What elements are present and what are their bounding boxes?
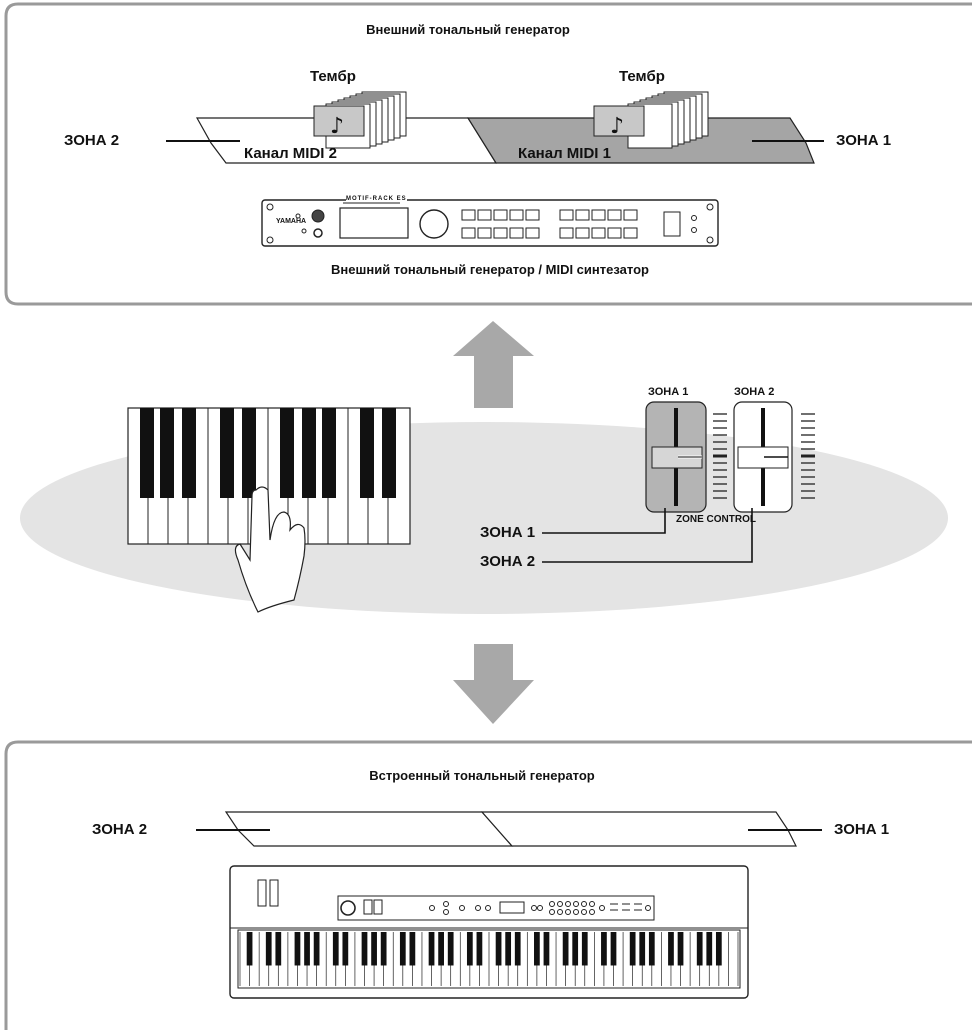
module-model-logo: MOTIF-RACK ES — [346, 196, 407, 202]
stage-piano — [230, 866, 748, 998]
voice-label-left: Тембр — [310, 68, 356, 85]
zone-control-label: ZONE CONTROL — [676, 514, 756, 525]
callout-zone-2-label: ЗОНА 2 — [480, 553, 535, 570]
midi-channel-2-label: Канал MIDI 2 — [244, 145, 337, 162]
voice-label-right: Тембр — [619, 68, 665, 85]
module-caption: Внешний тональный генератор / MIDI синте… — [331, 262, 649, 277]
zone-2-slider — [734, 402, 792, 512]
top-zone-2-label: ЗОНА 2 — [64, 132, 119, 149]
slider-zone-1-label: ЗОНА 1 — [648, 386, 688, 398]
top-panel-title: Внешний тональный генератор — [366, 22, 570, 37]
midi-channel-1-label: Канал MIDI 1 — [518, 145, 611, 162]
music-note-icon-left: ♪ — [330, 114, 344, 139]
bottom-panel-title: Встроенный тональный генератор — [369, 768, 595, 783]
voice-cards-left: ♪ — [314, 92, 406, 148]
callout-zone-1-label: ЗОНА 1 — [480, 524, 535, 541]
bottom-zone-1-label: ЗОНА 1 — [834, 821, 889, 838]
bottom-zone-2-label: ЗОНА 2 — [92, 821, 147, 838]
arrow-up-icon — [453, 321, 534, 408]
arrow-down-icon — [453, 644, 534, 724]
zone-1-slider — [646, 402, 706, 512]
slider-zone-2-label: ЗОНА 2 — [734, 386, 774, 398]
music-note-icon-right: ♪ — [610, 114, 624, 139]
rack-module — [262, 200, 718, 246]
top-zone-1-label: ЗОНА 1 — [836, 132, 891, 149]
module-brand-logo: YAMAHA — [276, 218, 306, 225]
